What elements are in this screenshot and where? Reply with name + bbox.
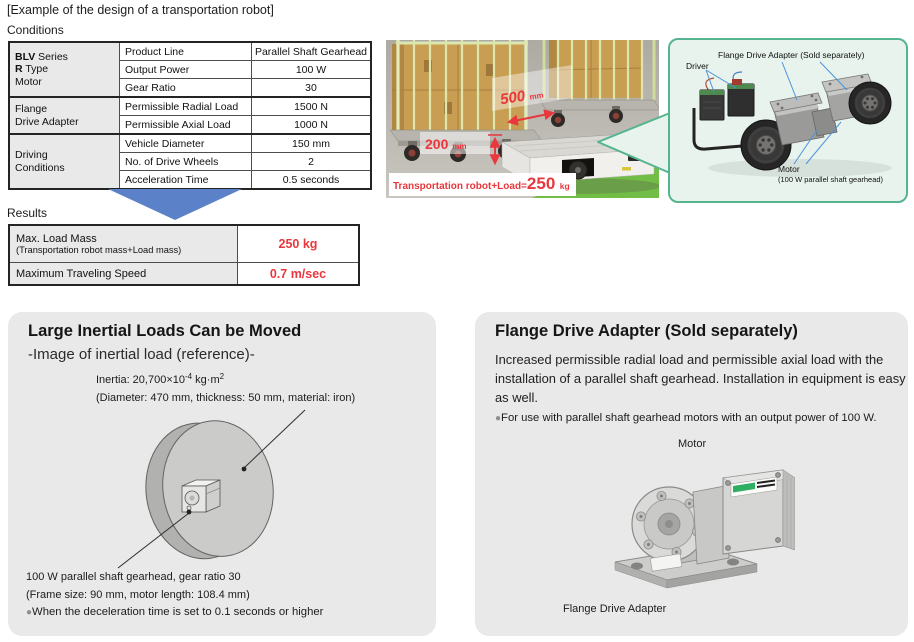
- group-cell-motor: BLV Series R Type Motor: [8, 41, 120, 98]
- usage-note: ●For use with parallel shaft gearhead mo…: [495, 412, 877, 424]
- property-cell: Permissible Radial Load: [119, 96, 252, 116]
- drive-unit-callout: Driver Flange Drive Adapter (Sold separa…: [668, 38, 908, 203]
- dim-200-label: 200 mm: [425, 136, 467, 152]
- value-cell: 30: [251, 78, 372, 98]
- property-cell: Acceleration Time: [119, 170, 252, 190]
- driver-boxes: [699, 79, 755, 121]
- table-row: No. of Drive Wheels 2: [9, 152, 372, 171]
- flange-adapter-panel: Flange Drive Adapter (Sold separately) I…: [475, 312, 908, 636]
- value-cell: 1000 N: [251, 115, 372, 135]
- table-row: Output Power 100 W: [9, 60, 372, 79]
- gearhead-motor-small: [181, 479, 221, 513]
- group-cell-flange-adapter: Flange Drive Adapter: [8, 96, 120, 135]
- panel-title: Large Inertial Loads Can be Moved: [28, 322, 302, 340]
- motor-body: [722, 469, 795, 555]
- value-cell: 150 mm: [251, 133, 372, 153]
- panel-title: Flange Drive Adapter (Sold separately): [495, 322, 798, 340]
- page-title: [Example of the design of a transportati…: [7, 3, 274, 17]
- panel-subtitle: -Image of inertial load (reference)-: [28, 346, 255, 363]
- dim-500-highlight: [492, 65, 572, 111]
- motor-sub-label: (100 W parallel shaft gearhead): [778, 175, 884, 184]
- table-row: Driving Conditions Vehicle Diameter 150 …: [8, 133, 372, 190]
- inertial-disc-illustration: [117, 409, 306, 569]
- panel-body: Increased permissible radial load and pe…: [495, 352, 906, 405]
- table-row: Flange Drive Adapter Permissible Radial …: [8, 96, 372, 135]
- wheel-right: [848, 81, 892, 125]
- inertia-value: Inertia: 20,700×10-4 kg·m2: [96, 372, 225, 386]
- dim-500-arrow: [506, 109, 556, 126]
- driver-label: Driver: [686, 61, 709, 71]
- value-cell: 100 W: [251, 60, 372, 79]
- property-cell: Product Line: [119, 41, 252, 61]
- dim-200-highlight: [420, 132, 490, 154]
- callout-pointer-icon: [597, 112, 671, 174]
- robot-photo: 500 mm 200 mm Transportation robot+Load=…: [386, 40, 659, 198]
- property-cell: Permissible Axial Load: [119, 115, 252, 135]
- table-row: Max. Load Mass (Transportation robot mas…: [8, 224, 360, 263]
- cage-cart-right: [539, 40, 659, 127]
- leader-lines: [705, 61, 848, 165]
- group-cell-driving-conditions: Driving Conditions: [8, 133, 120, 190]
- wheel-left: [740, 119, 792, 171]
- value-cell: 2: [251, 152, 372, 171]
- flange-adapter-label: Flange Drive Adapter (Sold separately): [718, 50, 865, 60]
- motor-label: Motor: [678, 438, 707, 450]
- table-row: Acceleration Time 0.5 seconds: [9, 170, 372, 190]
- motor-label: Motor: [778, 164, 800, 174]
- result-name-cell: Max. Load Mass (Transportation robot mas…: [8, 224, 238, 263]
- flange-adapter-label: Flange Drive Adapter: [563, 603, 667, 615]
- gearhead-left: [769, 92, 825, 146]
- result-value-cell: 0.7 m/sec: [237, 262, 360, 286]
- down-arrow-icon: [108, 189, 242, 220]
- property-cell: Output Power: [119, 60, 252, 79]
- results-label: Results: [7, 206, 48, 220]
- value-cell: Parallel Shaft Gearhead: [251, 41, 372, 61]
- property-cell: Gear Ratio: [119, 78, 252, 98]
- results-table: Max. Load Mass (Transportation robot mas…: [8, 224, 360, 286]
- property-cell: No. of Drive Wheels: [119, 152, 252, 171]
- table-row: Maximum Traveling Speed 0.7 m/sec: [8, 262, 360, 286]
- drive-unit-illustration: [692, 61, 892, 177]
- inertial-load-panel: Large Inertial Loads Can be Moved -Image…: [8, 312, 436, 636]
- conditions-label: Conditions: [7, 23, 64, 37]
- gearhead-spec-line1: 100 W parallel shaft gearhead, gear rati…: [26, 571, 241, 583]
- photo-caption: Transportation robot+Load=250 kg: [389, 173, 576, 196]
- deceleration-note: ●When the deceleration time is set to 0.…: [26, 606, 324, 618]
- gearhead-spec-line2: (Frame size: 90 mm, motor length: 108.4 …: [26, 589, 250, 601]
- table-row: Permissible Axial Load 1000 N: [9, 115, 372, 135]
- result-name-cell: Maximum Traveling Speed: [8, 262, 238, 286]
- table-row: BLV Series R Type Motor Product Line Par…: [8, 41, 372, 98]
- table-row: Gear Ratio 30: [9, 78, 372, 98]
- value-cell: 1500 N: [251, 96, 372, 116]
- conditions-table: BLV Series R Type Motor Product Line Par…: [8, 41, 372, 190]
- property-cell: Vehicle Diameter: [119, 133, 252, 153]
- flange-adapter-illustration: [614, 469, 795, 589]
- value-cell: 0.5 seconds: [251, 170, 372, 190]
- result-value-cell: 250 kg: [237, 224, 360, 263]
- inertia-note: (Diameter: 470 mm, thickness: 50 mm, mat…: [96, 392, 356, 404]
